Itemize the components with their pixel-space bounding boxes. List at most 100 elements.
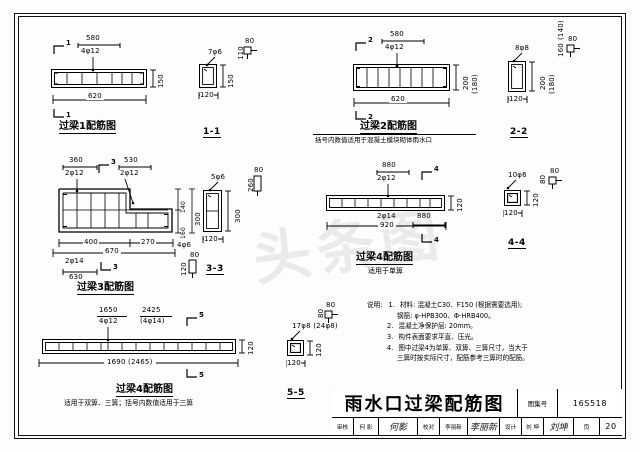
s55-width: 120 xyxy=(287,359,301,367)
s44-height: 120 xyxy=(532,193,540,207)
s33-stirrup: 5φ6 xyxy=(211,173,226,181)
role-name-3: 刘 坤 xyxy=(522,418,544,435)
liangtong3-dim-left-arrow xyxy=(61,165,99,172)
liangtong4m-rebar-4d14: (4φ14) xyxy=(140,317,165,325)
liangtong4s-note: 适用于单箅 xyxy=(368,267,403,275)
liangtong2-stirrups xyxy=(356,67,447,88)
liangtong3-section-mark-bottom xyxy=(100,261,114,272)
liangtong2-height-dim xyxy=(452,64,460,92)
s22-hook-h: 160 xyxy=(557,43,565,57)
liangtong3-dim-right-arrow xyxy=(117,165,153,172)
notes-num-3: 3. xyxy=(387,333,394,342)
s44-leader xyxy=(506,180,522,190)
liangtong4s-stirrups xyxy=(329,198,442,208)
s33-height-dim xyxy=(224,190,232,233)
role-name-1: 何 影 xyxy=(354,418,379,435)
liangtong1-section-mark-top xyxy=(53,44,67,55)
liangtong4m-outline xyxy=(42,339,236,354)
liangtong1-height: 150 xyxy=(157,74,165,88)
liangtong4m-rebar-4d12: 4φ12 xyxy=(99,317,118,325)
s33-width: 120 xyxy=(204,235,218,243)
s55-hook-shape xyxy=(324,310,340,326)
liangtong1-section-num-bottom: 1 xyxy=(66,111,72,119)
s55-height-dim xyxy=(306,340,314,357)
liangtong3-rebar-bottom: 2φ14 xyxy=(65,257,84,265)
notes-num-1: 1. xyxy=(388,301,395,309)
s22-caption: 2-2 xyxy=(510,127,528,138)
liangtong4m-section-mark-bottom xyxy=(186,368,200,379)
liangtong2-bottom-dim: 620 xyxy=(389,95,407,103)
s44-height-dim xyxy=(523,190,531,207)
liangtong2-top-dim: 580 xyxy=(390,30,404,38)
liangtong4m-section-num-bottom: 5 xyxy=(199,371,205,379)
liangtong4s-height: 120 xyxy=(456,198,464,212)
liangtong3-dim-630: 630 xyxy=(69,273,83,281)
liangtong1-top-rebar: 4φ12 xyxy=(81,47,100,55)
s11-height-dim xyxy=(219,64,227,89)
s22-hook-shape xyxy=(566,44,582,60)
liangtong1-height-dim xyxy=(149,69,157,89)
liangtong4s-section-num-bottom: 4 xyxy=(434,236,440,244)
role-sign-3: 刘坤 xyxy=(544,418,574,435)
s55-caption: 5-5 xyxy=(287,388,305,399)
notes-text-1b: 钢筋: φ-HPB300、Φ-HRB400。 xyxy=(397,311,495,320)
notes-text-4a: 图中过梁4为单箅、双箅、三箅尺寸，当大于 xyxy=(398,343,528,352)
s22-height-dim xyxy=(528,61,536,93)
notes-text-3: 构件表面要求平直、压光。 xyxy=(398,333,478,342)
s44-hook-shape xyxy=(548,176,564,192)
role-name-2: 李丽新 xyxy=(440,418,468,435)
liangtong3-section-mark-top xyxy=(98,163,112,174)
liangtong1-bottom-dim: 620 xyxy=(86,92,104,100)
s44-outline xyxy=(504,190,521,206)
liangtong2-section-mark-bottom xyxy=(355,110,369,121)
liangtong3-caption: 过梁3配筋图 xyxy=(77,282,134,295)
liangtong2-bottom-dim-line xyxy=(352,95,451,107)
liangtong3-dim-630-arrow xyxy=(61,268,99,275)
liangtong2-leader xyxy=(395,53,399,68)
liangtong1-section-mark-bottom xyxy=(53,108,67,119)
s22-stirrup-shape xyxy=(511,64,523,89)
liangtong4m-caption: 过梁4配筋图 xyxy=(116,384,173,397)
liangtong3-hook-w: 80 xyxy=(190,251,200,259)
notes-heading: 说明: xyxy=(367,301,383,309)
liangtong4s-section-mark-top xyxy=(421,170,435,181)
liangtong3-section-num-bottom: 3 xyxy=(113,263,119,271)
liangtong4m-rule-1650 xyxy=(97,316,127,317)
liangtong1-bottom-dim-line xyxy=(51,92,148,104)
liangtong4m-dim-2425: 2425 xyxy=(142,306,161,314)
s22-hook-w: 80 xyxy=(568,35,578,43)
liangtong1-top-dim-arrow xyxy=(76,43,122,50)
s55-hook-w: 80 xyxy=(326,301,336,309)
liangtong1-stirrups xyxy=(54,72,144,85)
liangtong3-vert-dims xyxy=(174,188,200,236)
liangtong1-section-num-top: 1 xyxy=(66,39,72,47)
role-label-2: 校对 xyxy=(418,418,440,435)
liangtong4s-caption: 过梁4配筋图 xyxy=(356,252,413,265)
notes-block: 说明: 1. 材料: 混凝土C30、F150 (根据需要选用); 钢筋: φ-H… xyxy=(367,300,617,364)
notes-num-4: 4. xyxy=(387,343,394,352)
role-label-3: 设计 xyxy=(500,418,522,435)
liangtong2-section-num-bottom: 2 xyxy=(368,113,374,121)
liangtong4s-section-mark-bottom xyxy=(421,233,435,244)
notes-text-4b: 三箅时按实际尺寸，配筋参考三箅时的配筋。 xyxy=(397,354,529,363)
liangtong1-rebar-cage xyxy=(54,72,144,85)
liangtong3-stirrup-4p6: 4φ6 xyxy=(177,241,192,249)
s33-caption: 3-3 xyxy=(206,264,224,275)
liangtong1-top-dim: 580 xyxy=(86,34,100,42)
s33-hook-shape xyxy=(253,175,267,197)
liangtong3-rebar-right-top: 2φ12 xyxy=(120,169,139,177)
s33-outline xyxy=(203,190,222,232)
s33-height: 300 xyxy=(234,209,242,223)
liangtong3-dim-left-top: 360 xyxy=(69,156,83,164)
s22-height-alt: (180) xyxy=(548,74,556,94)
liangtong4m-section-mark-top xyxy=(186,316,200,327)
notes-line-1: 说明: 1. 材料: 混凝土C30、F150 (根据需要选用); xyxy=(367,300,617,311)
atlas-number: 16S518 xyxy=(558,389,622,418)
s55-stirrup-shape xyxy=(290,343,301,353)
s33-stirrup-shape xyxy=(206,193,219,229)
liangtong2-outline xyxy=(353,64,450,91)
liangtong4m-section-num-top: 5 xyxy=(199,311,205,319)
liangtong4s-outline xyxy=(326,195,445,211)
liangtong2-note-rule xyxy=(313,134,476,135)
liangtong4s-total: 920 xyxy=(378,221,396,229)
